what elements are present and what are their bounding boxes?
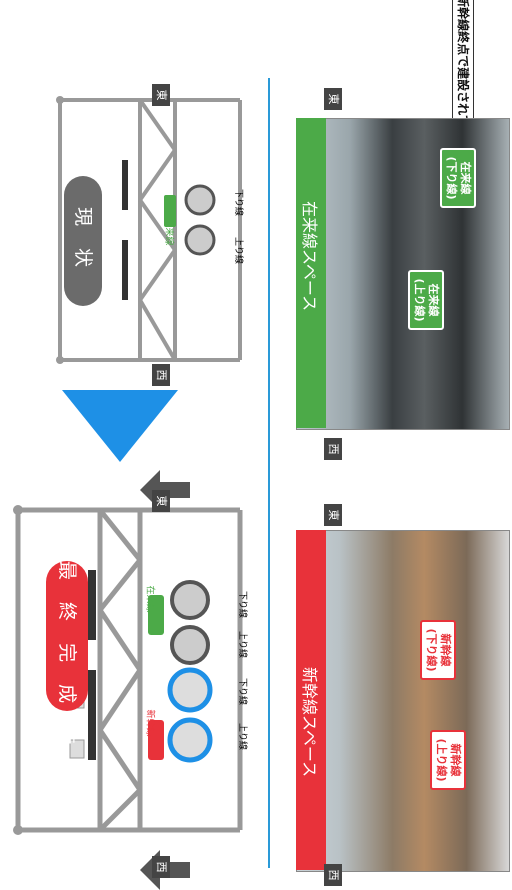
zairaisen-space-photo [296, 118, 510, 430]
final-track-label-1: 上り線 [237, 722, 248, 751]
shinkansen-down-tag: 新幹線 (下り線) [420, 620, 456, 680]
progress-arrow-icon [62, 390, 178, 462]
final-completion-label: 最 終 完 成 時 [46, 561, 88, 752]
final-zairaisen-badge: 在来線 [144, 585, 155, 613]
zairaisen-space-label: 在来線スペース [300, 201, 319, 312]
zairaisen-up-tag: 在来線 (上り線) [408, 270, 444, 330]
final-east-label: 東 [152, 490, 170, 512]
zairaisen-down-tag: 在来線 (下り線) [440, 148, 476, 208]
shinkansen-up-tag: 新幹線 (上り線) [430, 730, 466, 790]
final-structure-diagram [13, 470, 243, 890]
shinkansen-space-label: 新幹線スペース [300, 667, 319, 778]
final-west-label: 西 [152, 856, 170, 878]
shinkansen-space-band: 新幹線スペース [296, 530, 326, 870]
current-track-label-1: 上り線 [233, 236, 244, 265]
shinkansen-space-photo [296, 530, 510, 872]
current-west-label: 西 [152, 364, 170, 386]
final-track-label-2: 下り線 [237, 677, 248, 706]
current-state-label: 現 状 [64, 176, 102, 306]
current-zairaisen-badge: 在来線 [163, 218, 174, 246]
photo-left-west-label: 西 [324, 864, 342, 886]
shinkansen-trains [167, 667, 213, 763]
current-east-label: 東 [152, 84, 170, 106]
photo-right-west-label: 西 [324, 438, 342, 460]
photo-right-east-label: 東 [324, 88, 342, 110]
final-track-label-3: 上り線 [237, 630, 248, 659]
current-structure-diagram [56, 96, 242, 364]
final-track-label-4: 下り線 [237, 590, 248, 619]
section-divider [268, 78, 270, 868]
current-track-label-2: 下り線 [233, 188, 244, 217]
photo-left-east-label: 東 [324, 504, 342, 526]
zairaisen-trains [170, 580, 210, 665]
final-shinkansen-badge: 新幹線 [144, 709, 155, 737]
zairaisen-space-band: 在来線スペース [296, 118, 326, 428]
